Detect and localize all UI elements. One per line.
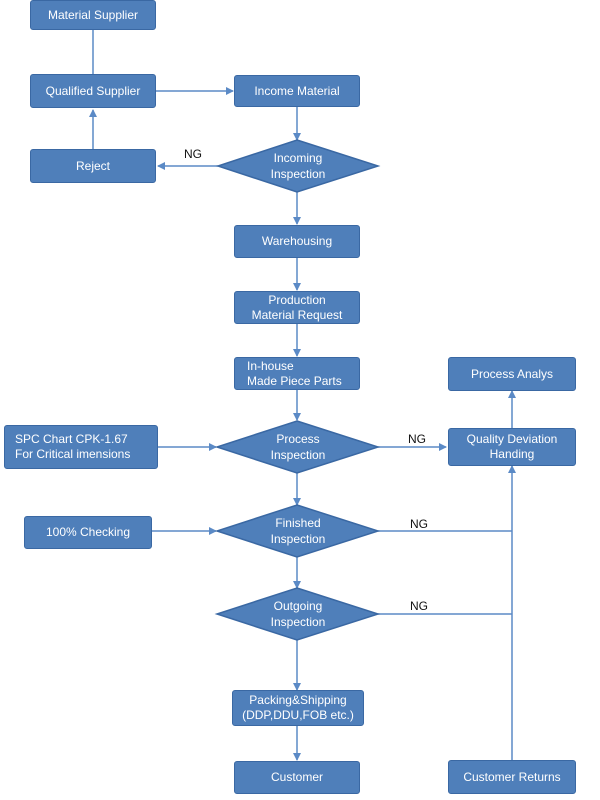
- incoming-inspection-line2: Inspection: [270, 167, 326, 181]
- process-analys-node: Process Analys: [448, 357, 576, 391]
- qualified-supplier-node: Qualified Supplier: [30, 74, 156, 108]
- packing-shipping-line1: Packing&Shipping: [249, 693, 347, 707]
- customer-label: Customer: [270, 770, 323, 784]
- reject-label: Reject: [75, 158, 110, 173]
- ng-label-incoming: NG: [184, 147, 202, 161]
- outgoing-inspection-diamond: [214, 587, 381, 641]
- spc-chart-line2: For Critical imensions: [15, 447, 131, 461]
- process-inspection-line2: Inspection: [270, 448, 326, 462]
- qualified-supplier-label: Qualified Supplier: [45, 83, 141, 98]
- finished-inspection-text: Finished Inspection: [238, 513, 358, 549]
- finished-inspection-line1: Finished: [275, 516, 321, 530]
- inhouse-parts-line2: Made Piece Parts: [247, 373, 342, 388]
- outgoing-inspection-line2: Inspection: [270, 615, 326, 629]
- quality-deviation-line1: Quality Deviation: [466, 432, 558, 446]
- checking-label: 100% Checking: [45, 525, 131, 539]
- production-request-line2: Material Request: [251, 307, 343, 322]
- packing-shipping-node: Packing&Shipping (DDP,DDU,FOB etc.): [232, 690, 364, 726]
- finished-inspection-diamond: [214, 504, 381, 558]
- production-request-node: Production Material Request: [234, 291, 360, 324]
- ng-label-finished: NG: [410, 517, 428, 531]
- material-supplier-node: Material Supplier: [30, 0, 156, 30]
- customer-node: Customer: [234, 761, 360, 794]
- ng-label-outgoing: NG: [410, 599, 428, 613]
- packing-shipping-line2: (DDP,DDU,FOB etc.): [242, 708, 354, 722]
- reject-node: Reject: [30, 149, 156, 183]
- spc-chart-line1: SPC Chart CPK-1.67: [15, 432, 128, 446]
- material-supplier-label: Material Supplier: [47, 7, 139, 22]
- quality-deviation-node: Quality Deviation Handing: [448, 428, 576, 466]
- warehousing-label: Warehousing: [261, 234, 333, 248]
- process-inspection-line1: Process: [276, 432, 320, 446]
- customer-returns-node: Customer Returns: [448, 760, 576, 794]
- incoming-inspection-line1: Incoming: [273, 151, 323, 165]
- outgoing-inspection-line1: Outgoing: [273, 599, 323, 613]
- production-request-line1: Production: [268, 292, 326, 307]
- inhouse-parts-node: In-house Made Piece Parts: [234, 357, 360, 390]
- customer-returns-label: Customer Returns: [463, 769, 561, 784]
- finished-inspection-line2: Inspection: [270, 532, 326, 546]
- income-material-node: Income Material: [234, 75, 360, 107]
- income-material-label: Income Material: [254, 83, 340, 98]
- spc-chart-node: SPC Chart CPK-1.67 For Critical imension…: [4, 425, 158, 469]
- checking-node: 100% Checking: [24, 516, 152, 549]
- outgoing-inspection-text: Outgoing Inspection: [238, 596, 358, 632]
- process-inspection-diamond: [214, 420, 381, 474]
- incoming-inspection-diamond: [215, 139, 381, 193]
- process-inspection-text: Process Inspection: [238, 429, 358, 465]
- quality-deviation-line2: Handing: [489, 447, 535, 461]
- process-analys-label: Process Analys: [470, 366, 554, 381]
- incoming-inspection-text: Incoming Inspection: [238, 148, 358, 184]
- warehousing-node: Warehousing: [234, 225, 360, 258]
- ng-label-process: NG: [408, 432, 426, 446]
- inhouse-parts-line1: In-house: [247, 358, 294, 373]
